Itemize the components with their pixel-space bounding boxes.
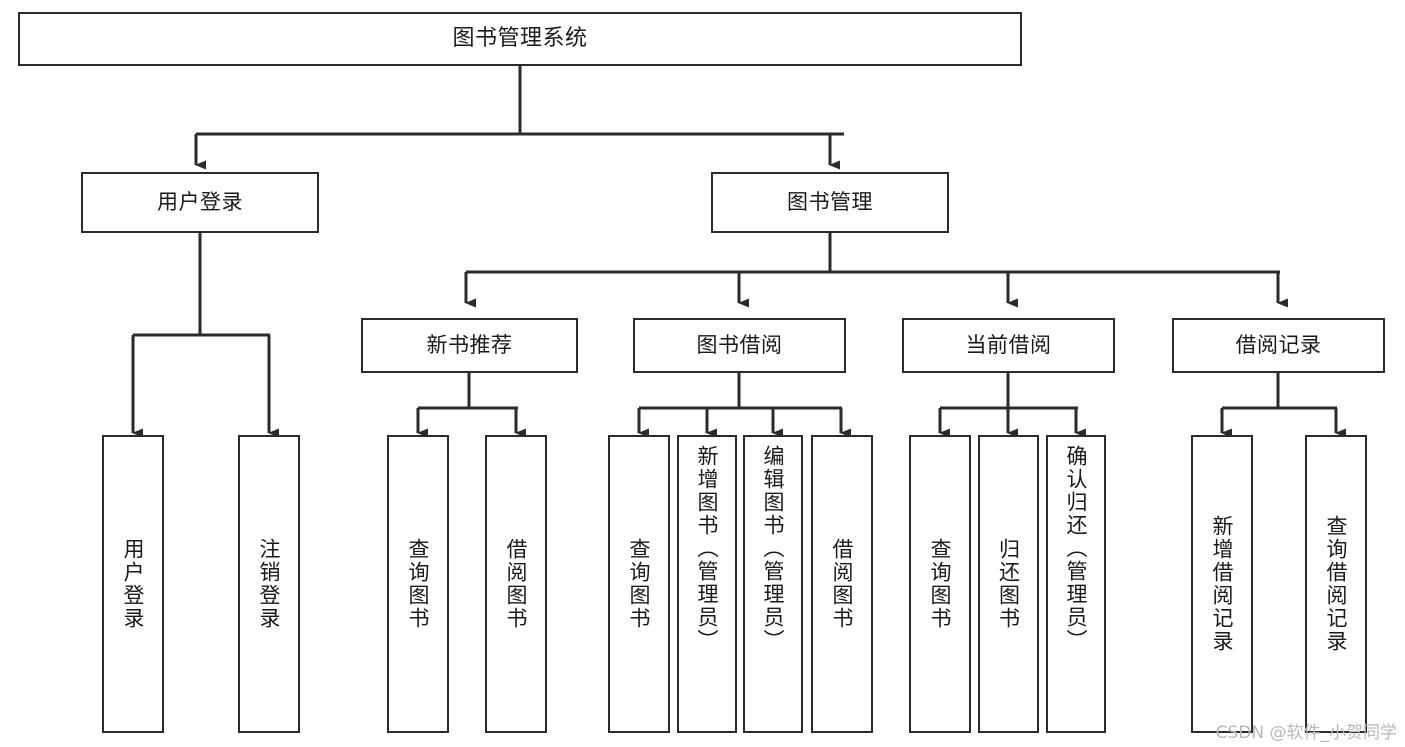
node-leaf-user-login-label: 用户登录 [121,538,146,630]
node-book-management[interactable]: 图书管理 [711,172,949,233]
node-new-book-recommend[interactable]: 新书推荐 [361,318,578,373]
node-leaf-query-book-borrow[interactable]: 查询图书 [608,435,670,733]
node-user-login[interactable]: 用户登录 [81,172,319,233]
node-leaf-query-book-current-label: 查询图书 [928,538,953,630]
node-leaf-edit-book-admin-label: 编辑图书（管理员） [761,445,786,652]
node-borrow-record-label: 借阅记录 [1235,333,1322,358]
node-leaf-return-book-label: 归还图书 [996,538,1021,630]
node-leaf-add-book-admin[interactable]: 新增图书（管理员） [677,435,737,733]
node-leaf-borrow-book-recommend-label: 借阅图书 [504,538,529,630]
node-book-borrow[interactable]: 图书借阅 [633,318,846,373]
node-leaf-borrow-book[interactable]: 借阅图书 [811,435,873,733]
node-user-login-label: 用户登录 [157,190,243,215]
node-current-borrow[interactable]: 当前借阅 [902,318,1115,373]
node-book-borrow-label: 图书借阅 [696,333,783,358]
node-leaf-query-book-current[interactable]: 查询图书 [909,435,971,733]
node-leaf-return-book[interactable]: 归还图书 [978,435,1039,733]
node-leaf-query-book-recommend-label: 查询图书 [406,538,431,630]
node-leaf-add-borrow-record-label: 新增借阅记录 [1210,515,1235,653]
csdn-watermark: CSDN @软件_小贺同学 [1215,723,1397,743]
node-leaf-add-book-admin-label: 新增图书（管理员） [695,445,720,652]
node-leaf-user-login[interactable]: 用户登录 [102,435,164,733]
node-leaf-query-book-borrow-label: 查询图书 [627,538,652,630]
node-book-management-label: 图书管理 [787,190,873,215]
node-root-label: 图书管理系统 [452,26,588,52]
node-leaf-query-borrow-record-label: 查询借阅记录 [1324,515,1349,653]
node-root-book-management-system[interactable]: 图书管理系统 [18,12,1022,66]
node-leaf-edit-book-admin[interactable]: 编辑图书（管理员） [743,435,803,733]
node-leaf-logout-label: 注销登录 [257,538,282,630]
node-leaf-query-book-recommend[interactable]: 查询图书 [387,435,449,733]
node-leaf-query-borrow-record[interactable]: 查询借阅记录 [1305,435,1367,733]
node-borrow-record[interactable]: 借阅记录 [1172,318,1385,373]
node-current-borrow-label: 当前借阅 [965,333,1052,358]
node-leaf-add-borrow-record[interactable]: 新增借阅记录 [1191,435,1253,733]
node-leaf-logout[interactable]: 注销登录 [238,435,300,733]
node-new-book-recommend-label: 新书推荐 [426,333,513,358]
node-leaf-borrow-book-recommend[interactable]: 借阅图书 [485,435,547,733]
node-leaf-confirm-return-admin-label: 确认归还（管理员） [1064,445,1089,652]
node-leaf-borrow-book-label: 借阅图书 [830,538,855,630]
node-leaf-confirm-return-admin[interactable]: 确认归还（管理员） [1046,435,1106,733]
